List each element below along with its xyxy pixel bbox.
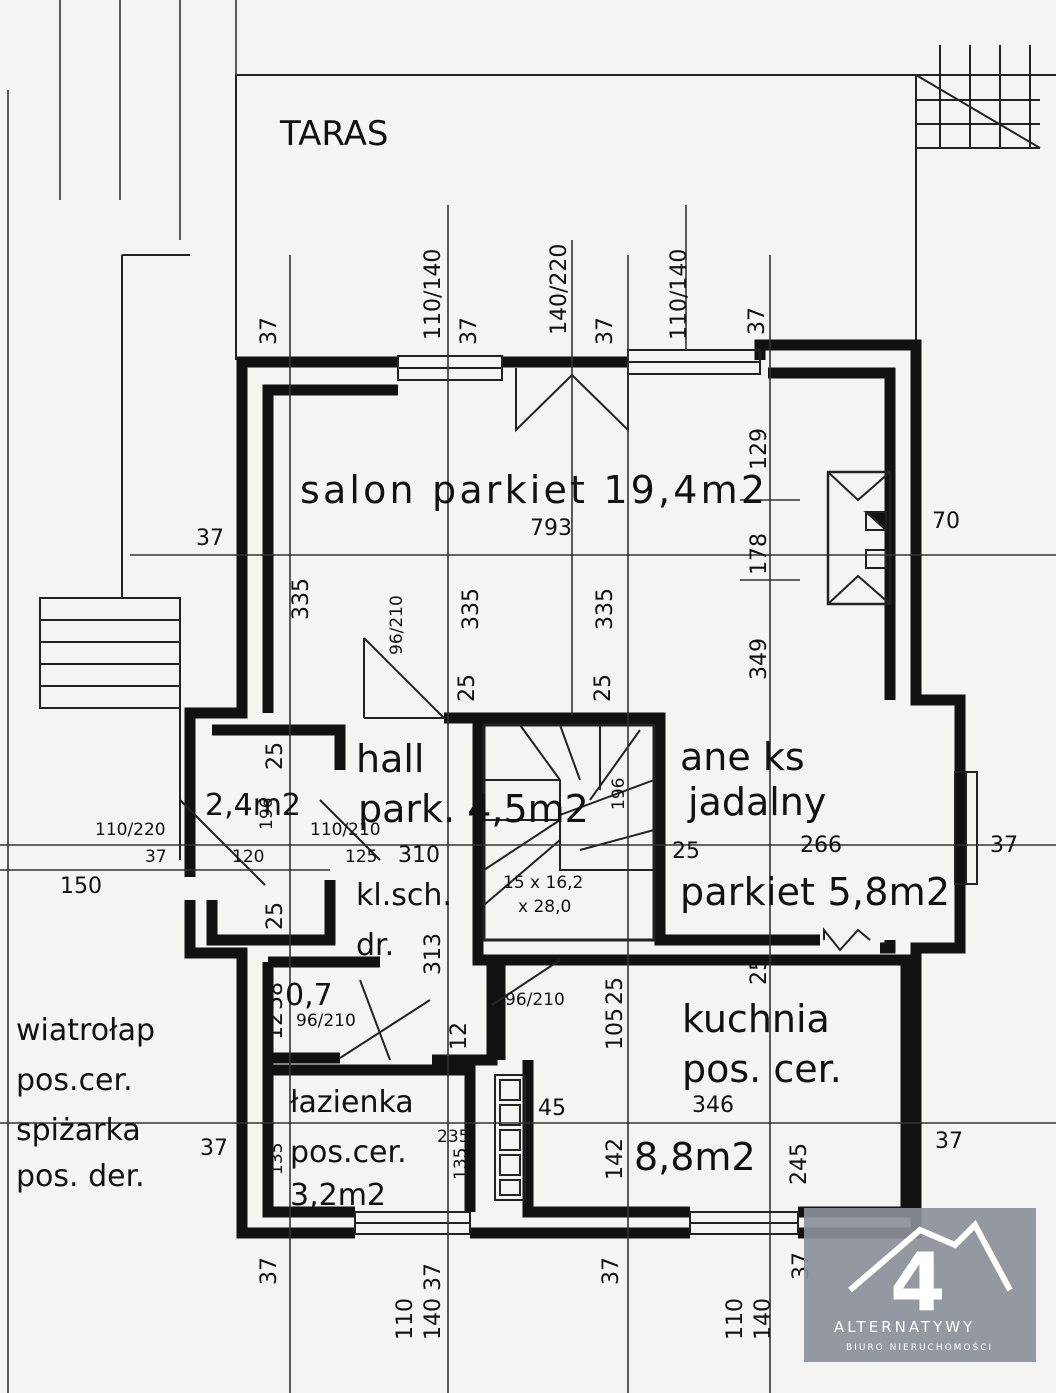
agency-logo: 4 ALTERNATYWY BIURO NIERUCHOMOŚCI — [804, 1208, 1036, 1362]
dim-129: 129 — [747, 428, 772, 470]
dim-25-b: 25 — [591, 674, 616, 702]
dim-196-b: 196 — [609, 778, 629, 810]
dim-135-b: 135 — [451, 1148, 471, 1180]
dim-110-140-a: 110/140 — [421, 249, 446, 340]
dining-area-label: parkiet 5,8m2 — [680, 870, 950, 914]
outer-walls — [184, 339, 966, 1239]
dim-313: 313 — [421, 933, 446, 975]
dim-25-a: 25 — [455, 674, 480, 702]
dining-label: ane ks — [680, 735, 805, 779]
logo-tagline: BIURO NIERUCHOMOŚCI — [846, 1341, 993, 1353]
dim-12-b: 12 — [447, 1022, 472, 1050]
entrance-stairs — [39, 254, 190, 860]
dim-96-210-c: 96/210 — [505, 990, 565, 1010]
dim-37-bl: 37 — [200, 1136, 228, 1161]
dim-793: 793 — [530, 516, 572, 541]
bathroom-label: łazienka — [290, 1085, 414, 1120]
dim-70: 70 — [932, 509, 960, 534]
wardrobe-label: kl.sch. — [356, 878, 452, 913]
kitchen-area-label: 8,8m2 — [634, 1135, 756, 1179]
dim-196-a: 196 — [257, 798, 277, 830]
house-roof-icon — [848, 1220, 1013, 1293]
dim-245: 245 — [787, 1143, 812, 1185]
dim-37-right: 37 — [990, 833, 1018, 858]
hall-area-label: park. 4,5m2 — [358, 787, 589, 831]
dim-140-37: 140 37 — [421, 1263, 446, 1340]
staircase — [482, 723, 656, 942]
dim-37-top-left: 37 — [257, 317, 282, 345]
pantry-label: spiżarka — [16, 1113, 141, 1148]
kitchen-label: kuchnia — [682, 997, 830, 1041]
salon-label: salon parkiet 19,4m2 — [300, 468, 765, 512]
dim-335-a: 335 — [289, 578, 314, 620]
pantry-floor-label: pos. der. — [16, 1159, 145, 1194]
wardrobe-label-2: dr. — [356, 928, 394, 963]
logo-name: ALTERNATYWY — [834, 1318, 975, 1336]
dim-105: 105 — [603, 1008, 628, 1050]
dim-140-c: 140 — [751, 1298, 776, 1340]
wc-area-label: 0,7 — [285, 978, 333, 1013]
dim-235: 235 — [437, 1127, 469, 1147]
logo-mark: 4 — [890, 1236, 946, 1329]
chimney — [826, 470, 892, 606]
dim-12-a: 12 — [263, 1012, 288, 1040]
dim-37-top-c: 37 — [593, 317, 618, 345]
stairs-label-2: x 28,0 — [518, 897, 571, 917]
dim-178: 178 — [747, 533, 772, 575]
dim-140-220: 140/220 — [547, 244, 572, 335]
dim-37-br: 37 — [935, 1129, 963, 1154]
dim-266: 266 — [800, 833, 842, 858]
stairs-label: 15 x 16,2 — [503, 873, 583, 893]
dim-37-b2: 37 — [599, 1257, 624, 1285]
dim-110-140-b: 110/140 — [667, 249, 692, 340]
dim-96-210-a: 96/210 — [387, 595, 407, 655]
vestibule-floor-label: pos.cer. — [16, 1063, 133, 1098]
dim-96-210-b: 96/210 — [296, 1011, 356, 1031]
dim-25-f: 25 — [603, 977, 628, 1005]
dim-335-c: 335 — [593, 588, 618, 630]
dim-110-c: 110 — [723, 1298, 748, 1340]
dim-58: 58 — [263, 982, 288, 1010]
dim-25-e: 25 — [263, 902, 288, 930]
dining-label-2: jadalny — [687, 780, 826, 824]
bathroom-floor-label: pos.cer. — [290, 1135, 407, 1170]
dim-120: 120 — [232, 847, 264, 867]
vestibule-label: wiatrołap — [16, 1013, 155, 1048]
dim-110-220: 110/220 — [95, 820, 166, 840]
dim-37-left: 37 — [196, 526, 224, 551]
dim-37-b1: 37 — [257, 1257, 282, 1285]
dim-150: 150 — [60, 874, 102, 899]
vertical-dimensions: 37 110/140 37 140/220 37 110/140 37 129 … — [257, 244, 814, 1340]
dim-25-g: 25 — [747, 957, 772, 985]
door-swings — [179, 637, 871, 1061]
dim-110-210: 110/210 — [310, 820, 381, 840]
dim-25-d: 25 — [672, 839, 700, 864]
inner-walls — [206, 367, 912, 1218]
ventilation-shafts — [494, 1074, 526, 1201]
terrace-stairs — [915, 45, 1041, 149]
dim-349: 349 — [747, 638, 772, 680]
terrace-label: TARAS — [279, 114, 388, 154]
dim-346: 346 — [692, 1093, 734, 1118]
dim-37-mid: 37 — [145, 847, 167, 867]
kitchen-floor-label: pos. cer. — [682, 1047, 842, 1091]
dim-45: 45 — [538, 1096, 566, 1121]
hall-label: hall — [356, 737, 425, 781]
vestibule-area-label: 2,4m2 — [205, 788, 301, 823]
dim-310: 310 — [398, 843, 440, 868]
dim-142: 142 — [603, 1138, 628, 1180]
dim-37-top-b: 37 — [457, 317, 482, 345]
dim-125: 125 — [345, 847, 377, 867]
dim-110-b: 110 — [393, 1298, 418, 1340]
dim-135-a: 135 — [267, 1143, 287, 1175]
bathroom-area-label: 3,2m2 — [290, 1178, 386, 1213]
dim-335-b: 335 — [459, 588, 484, 630]
dim-25-c: 25 — [263, 742, 288, 770]
dim-37-top-d: 37 — [745, 307, 770, 335]
